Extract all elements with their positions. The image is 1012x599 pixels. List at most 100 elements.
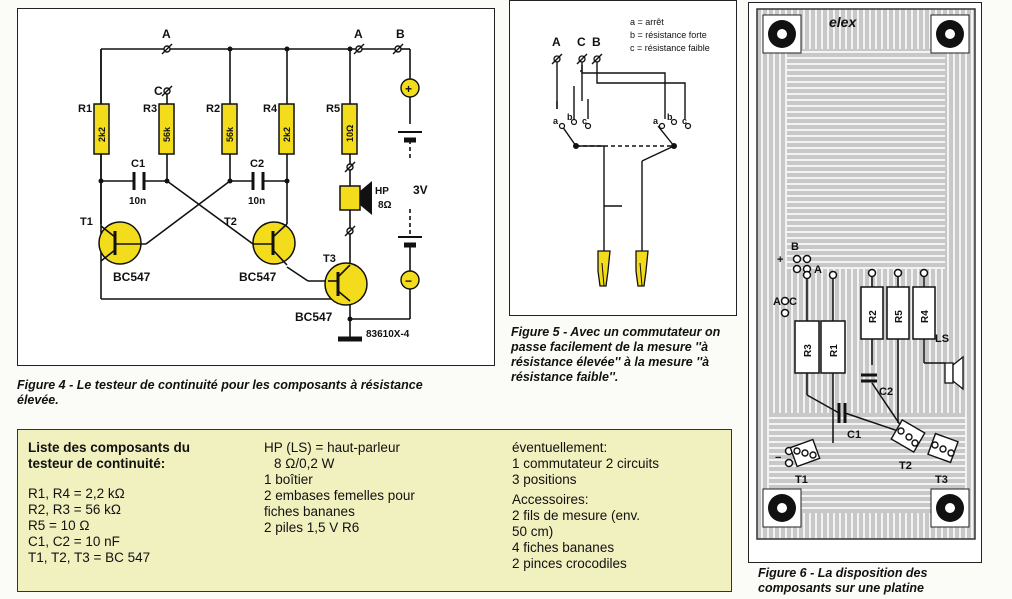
legend-a: a = arrêt xyxy=(630,17,664,27)
label-r4: R4 xyxy=(263,103,278,115)
parts-item: 2 piles 1,5 V R6 xyxy=(264,520,360,535)
resistor-r1 xyxy=(93,103,110,155)
value-t3: BC547 xyxy=(295,310,333,324)
board-label-r4: R4 xyxy=(920,310,931,323)
board-label-minus: − xyxy=(775,452,781,464)
parts-item: 2 fils de mesure (env. xyxy=(512,508,641,523)
value-t2: BC547 xyxy=(239,270,277,284)
label-t1: T1 xyxy=(80,216,93,228)
figure4-schematic: A A B C R1 R3 R2 R4 R5 C1 C2 10n 10n T1 … xyxy=(78,27,428,342)
transistor-t1 xyxy=(98,221,146,265)
board-label-plus: + xyxy=(777,254,783,266)
parts-item: R2, R3 = 56 kΩ xyxy=(28,502,122,517)
board-label-c1: C1 xyxy=(847,429,861,441)
figure4-caption: Figure 4 - Le testeur de continuité pour… xyxy=(17,378,423,407)
value-t1: BC547 xyxy=(113,270,151,284)
parts-item: R5 = 10 Ω xyxy=(28,518,90,533)
board-label-ls: LS xyxy=(935,333,949,345)
resistor-r3 xyxy=(158,103,175,155)
parts-item: 50 cm) xyxy=(512,524,554,539)
parts-item: 4 fiches bananes xyxy=(512,540,615,555)
label-r3: R3 xyxy=(143,103,157,115)
value-r3: 56k xyxy=(162,126,172,142)
value-r1: 2k2 xyxy=(97,127,107,142)
mounting-hole-icon xyxy=(762,14,970,528)
label-c2: C2 xyxy=(250,158,264,170)
resistor-r5 xyxy=(341,103,358,155)
board-label-b: B xyxy=(791,241,799,253)
value-r2: 56k xyxy=(225,126,235,142)
board-label-c2: C2 xyxy=(879,386,893,398)
figure5-panel: a = arrêt b = résistance forte c = résis… xyxy=(509,0,737,316)
parts-item: HP (LS) = haut-parleur xyxy=(264,440,400,455)
label-hp: HP xyxy=(375,186,389,197)
figure4-code: 83610X-4 xyxy=(366,329,410,340)
board-label-c: C xyxy=(789,296,797,308)
board-t1 xyxy=(789,438,821,468)
value-c2: 10n xyxy=(248,196,265,207)
figure6-board: elex xyxy=(756,8,976,540)
figure6-caption: Figure 6 - La disposition des composants… xyxy=(758,566,928,595)
label-c: C xyxy=(577,35,586,49)
value-hp: 8Ω xyxy=(378,200,392,211)
board-label-r5: R5 xyxy=(894,310,905,323)
legend-c: c = résistance faible xyxy=(630,43,710,53)
contact-b2: b xyxy=(667,112,673,122)
label-b: B xyxy=(396,27,405,41)
board-label-r2: R2 xyxy=(868,310,879,323)
parts-item: 2 embases femelles pour xyxy=(264,488,415,503)
contact-c2: c xyxy=(682,116,687,126)
parts-item: 2 pinces crocodiles xyxy=(512,556,627,571)
board-label-r3: R3 xyxy=(803,344,814,357)
parts-item: C1, C2 = 10 nF xyxy=(28,534,120,549)
parts-list-title: Liste des composants du testeur de conti… xyxy=(28,440,191,471)
label-t3: T3 xyxy=(323,253,336,265)
figure5-schematic: a = arrêt b = résistance forte c = résis… xyxy=(551,17,710,287)
capacitor-c2 xyxy=(251,172,265,190)
label-c: C xyxy=(154,84,163,98)
board-speaker-icon xyxy=(944,355,964,391)
contact-a2: a xyxy=(653,116,659,126)
figure6-panel: elex xyxy=(748,2,982,563)
label-b: B xyxy=(592,35,601,49)
parts-item: 8 Ω/0,2 W xyxy=(274,456,335,471)
elex-logo: elex xyxy=(829,14,857,30)
label-plus: + xyxy=(405,82,412,96)
parts-item: fiches bananes xyxy=(264,504,355,519)
contact-c1: c xyxy=(582,116,587,126)
parts-item: Accessoires: xyxy=(512,492,589,507)
label-a: A xyxy=(552,35,561,49)
parts-item: éventuellement: xyxy=(512,440,608,455)
transistor-t3 xyxy=(324,262,368,306)
transistor-t2 xyxy=(252,221,296,266)
label-voltage: 3V xyxy=(413,183,428,197)
legend-b: b = résistance forte xyxy=(630,30,707,40)
parts-item: R1, R4 = 2,2 kΩ xyxy=(28,486,125,501)
value-r5: 10Ω xyxy=(345,125,355,142)
label-a2: A xyxy=(354,27,363,41)
parts-item: 1 commutateur 2 circuits xyxy=(512,456,660,471)
board-t2 xyxy=(890,419,926,453)
label-r1: R1 xyxy=(78,103,92,115)
parts-item: T1, T2, T3 = BC 547 xyxy=(28,550,151,565)
crocodile-clip-right-icon xyxy=(635,250,649,287)
label-a1: A xyxy=(162,27,171,41)
capacitor-c1 xyxy=(132,172,146,190)
value-r4: 2k2 xyxy=(282,127,292,142)
parts-list-box: Liste des composants du testeur de conti… xyxy=(17,429,732,592)
parts-item: 1 boîtier xyxy=(264,472,313,487)
contact-b1: b xyxy=(567,112,573,122)
label-r2: R2 xyxy=(206,103,220,115)
board-label-r1: R1 xyxy=(829,344,840,357)
figure4-panel: A A B C R1 R3 R2 R4 R5 C1 C2 10n 10n T1 … xyxy=(17,8,495,366)
label-r5: R5 xyxy=(326,103,340,115)
minus-terminal-icon xyxy=(400,270,420,290)
board-label-t3: T3 xyxy=(935,474,948,486)
board-t3 xyxy=(927,432,959,464)
board-label-t1: T1 xyxy=(795,474,808,486)
plus-terminal-icon xyxy=(400,78,420,98)
resistor-r4 xyxy=(278,103,295,155)
label-c1: C1 xyxy=(131,158,145,170)
crocodile-clip-left-icon xyxy=(597,250,611,287)
contact-a1: a xyxy=(553,116,559,126)
